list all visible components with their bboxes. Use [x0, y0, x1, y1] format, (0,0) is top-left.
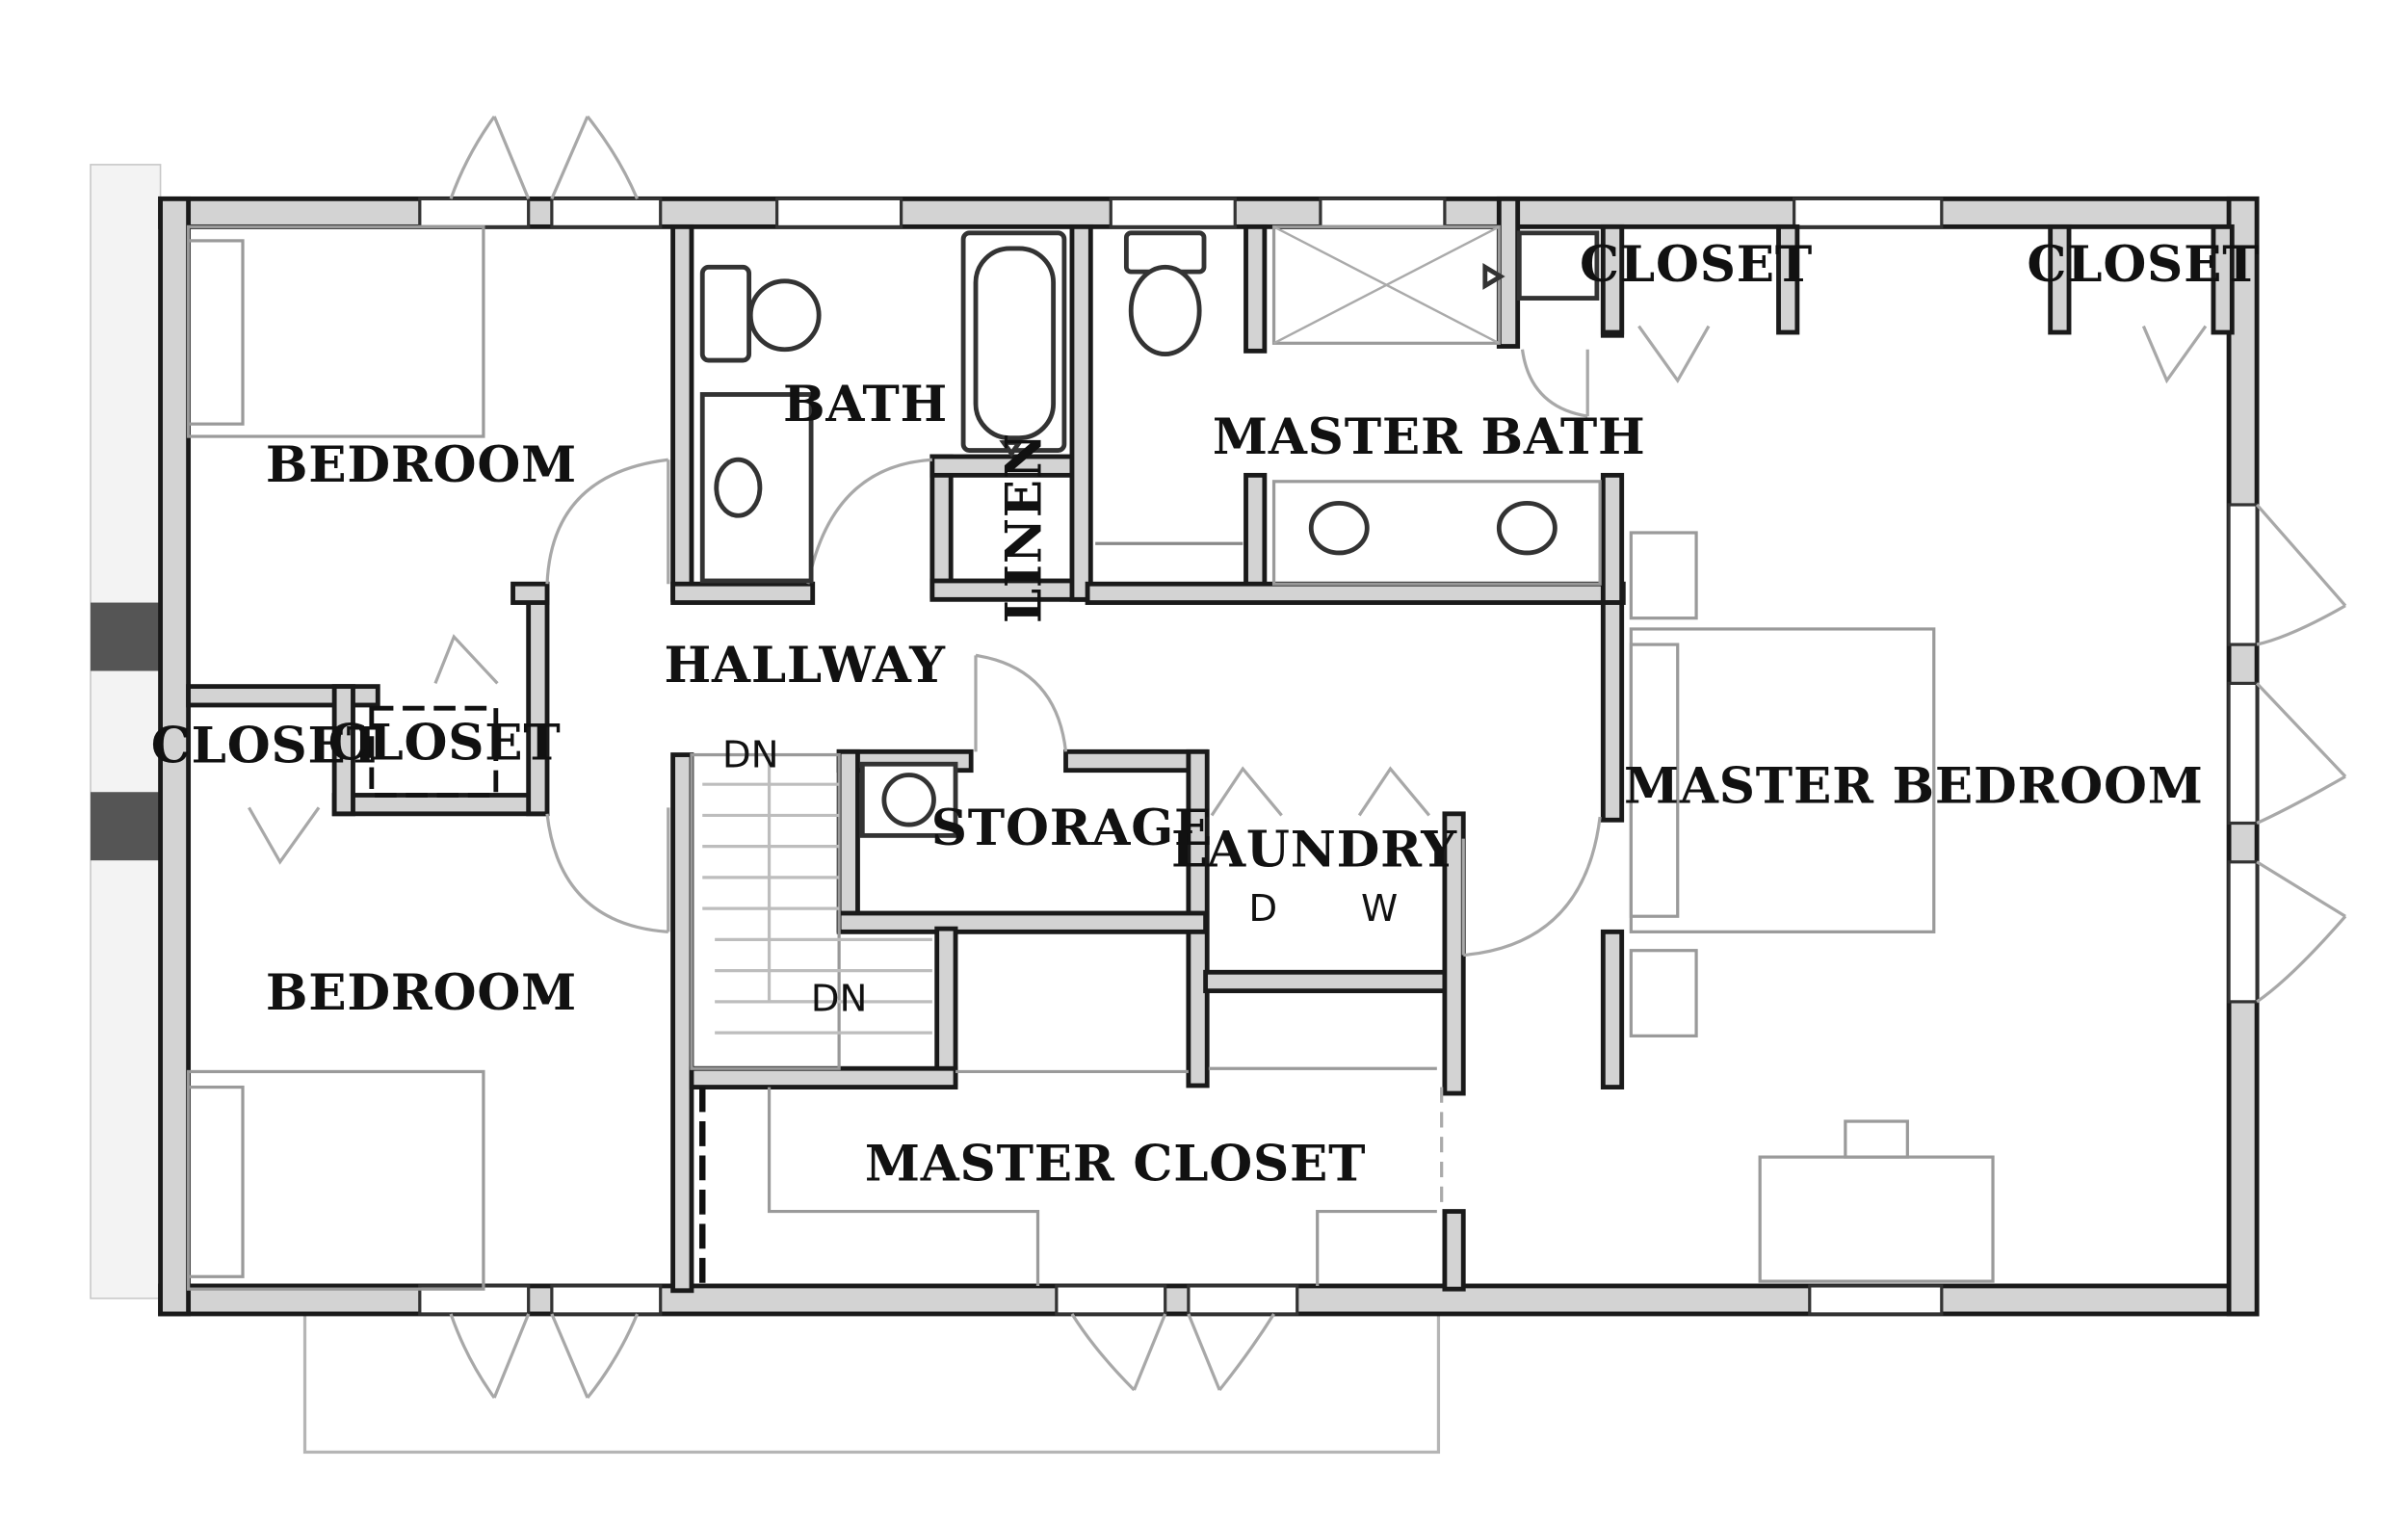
dashed-closet-outline [369, 705, 1444, 1286]
master-closet-shelving [767, 1066, 1437, 1286]
toilet-room-fixtures [1095, 230, 1243, 545]
master-bath-fixtures [1271, 224, 1602, 586]
master-bath-label: MASTER BATH [1213, 408, 1646, 466]
closet-left-a-label: CLOSET [151, 718, 384, 775]
stairs-lower-dn-label: DN [811, 978, 868, 1021]
laundry-label: LAUNDRY [1171, 822, 1457, 879]
bath-label: BATH [783, 376, 948, 433]
water-heater [859, 761, 958, 838]
bedroom-top-label: BEDROOM [266, 436, 577, 494]
dryer-label: D [1248, 887, 1277, 931]
left-exterior-siding [90, 164, 162, 1299]
interior-door-swings [248, 325, 2208, 958]
master-bedroom-label: MASTER BEDROOM [1624, 758, 2204, 816]
bottom-deck [302, 1310, 1441, 1455]
interior-walls [186, 196, 2235, 1294]
small-labels: D W DN DN [722, 733, 1398, 1020]
bedroom-bottom-label: BEDROOM [266, 964, 577, 1022]
stairs [690, 752, 932, 1070]
stairs-upper-dn-label: DN [722, 733, 779, 776]
bedroom-furniture [186, 224, 485, 1291]
storage-label: STORAGE [931, 800, 1213, 857]
room-labels: BEDROOM BEDROOM CLOSET CLOSET BATH LINEN… [151, 236, 2260, 1193]
closet-left-b-label: CLOSET [328, 714, 562, 772]
closet-master-b-label: CLOSET [2027, 236, 2260, 294]
hallway-label: HALLWAY [664, 637, 946, 695]
bath-fixtures [699, 230, 1067, 584]
exterior-door-swings [449, 115, 2347, 1400]
washer-label: W [1361, 887, 1398, 931]
master-closet-label: MASTER CLOSET [865, 1135, 1367, 1193]
master-bedroom-furniture [1629, 531, 1995, 1283]
closet-master-a-label: CLOSET [1580, 236, 1813, 294]
linen-label: LINEN [996, 433, 1054, 623]
